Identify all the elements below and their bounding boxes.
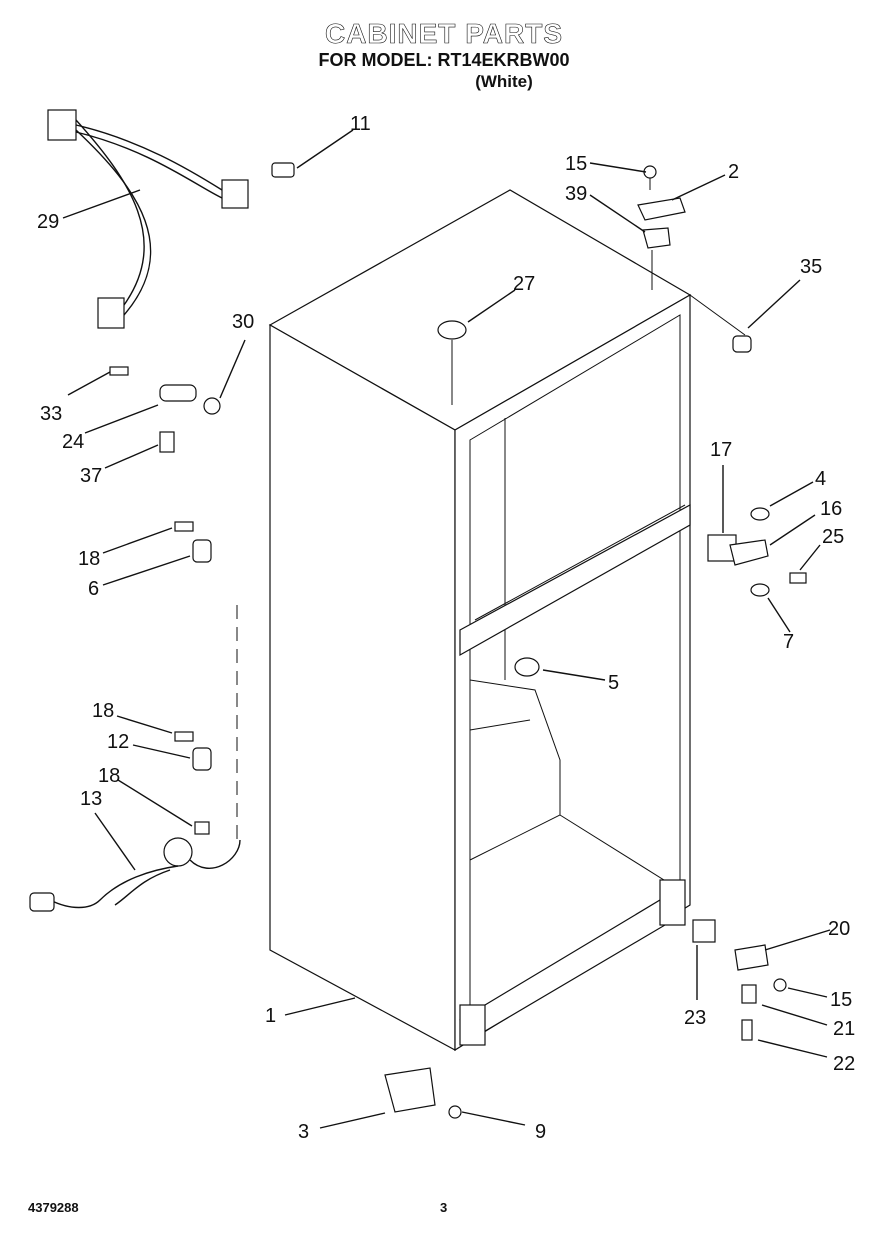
- part-37: [159, 431, 175, 453]
- part-5: [514, 657, 540, 677]
- callout-25: 25: [822, 526, 844, 548]
- callout-30: 30: [232, 311, 254, 333]
- part-33: [109, 366, 129, 376]
- callout-17: 17: [710, 439, 732, 461]
- part-12: [192, 747, 212, 771]
- callout-7: 7: [783, 631, 794, 653]
- part-18-a: [174, 521, 194, 532]
- callout-6: 6: [88, 578, 99, 600]
- callout-18-b: 18: [92, 700, 114, 722]
- callout-3: 3: [298, 1121, 309, 1143]
- part-15-top: [643, 165, 657, 190]
- callout-5: 5: [608, 672, 619, 694]
- part-25: [789, 572, 807, 584]
- part-4: [750, 507, 770, 521]
- part-22: [741, 1019, 753, 1041]
- part-15-bottom: [773, 978, 787, 992]
- part-18-c: [194, 821, 210, 835]
- model-line: FOR MODEL: RT14EKRBW00: [318, 50, 570, 70]
- callout-15-bottom: 15: [830, 989, 852, 1011]
- callout-33: 33: [40, 403, 62, 425]
- leader-lines: [62, 129, 831, 1129]
- callout-9: 9: [535, 1121, 546, 1143]
- callout-39: 39: [565, 183, 587, 205]
- part-7: [750, 583, 770, 597]
- part-2: [637, 197, 686, 221]
- part-24: [159, 384, 197, 402]
- callout-18-c: 18: [98, 765, 120, 787]
- callout-labels: 1 2 3 4 5 6 7 9 11 12 13 15 15 16 17 18 …: [37, 113, 855, 1143]
- callout-4: 4: [815, 468, 826, 490]
- part-16: [729, 539, 769, 566]
- part-wiring-harness: [47, 109, 249, 329]
- callout-18-a: 18: [78, 548, 100, 570]
- part-35: [732, 335, 752, 353]
- part-39: [642, 227, 671, 290]
- page-number: 3: [440, 1200, 448, 1215]
- part-23: [692, 919, 716, 943]
- cabinet-body: [268, 189, 746, 1052]
- callout-1: 1: [265, 1005, 276, 1027]
- part-13-power-cord: [29, 837, 241, 912]
- part-6: [192, 539, 212, 563]
- callout-35: 35: [800, 256, 822, 278]
- part-9: [448, 1105, 462, 1119]
- callout-16: 16: [820, 498, 842, 520]
- callout-15-top: 15: [565, 153, 587, 175]
- callout-12: 12: [107, 731, 129, 753]
- callout-20: 20: [828, 918, 850, 940]
- callout-24: 24: [62, 431, 84, 453]
- part-27: [437, 320, 467, 405]
- part-20: [734, 944, 769, 971]
- callout-21: 21: [833, 1018, 855, 1040]
- part-30: [203, 397, 221, 415]
- part-11: [271, 162, 295, 178]
- part-21: [741, 984, 757, 1004]
- doc-number: 4379288: [28, 1200, 79, 1215]
- callout-13: 13: [80, 788, 102, 810]
- page-title: CABINET PARTS: [324, 18, 564, 50]
- callout-2: 2: [728, 161, 739, 183]
- callout-27: 27: [513, 273, 535, 295]
- callout-11: 11: [350, 113, 371, 135]
- callout-37: 37: [80, 465, 102, 487]
- part-18-b: [174, 731, 194, 742]
- callout-22: 22: [833, 1053, 855, 1075]
- color-line: (White): [475, 72, 533, 91]
- part-3: [384, 1067, 436, 1113]
- callout-29: 29: [37, 211, 59, 233]
- callout-23: 23: [684, 1007, 706, 1029]
